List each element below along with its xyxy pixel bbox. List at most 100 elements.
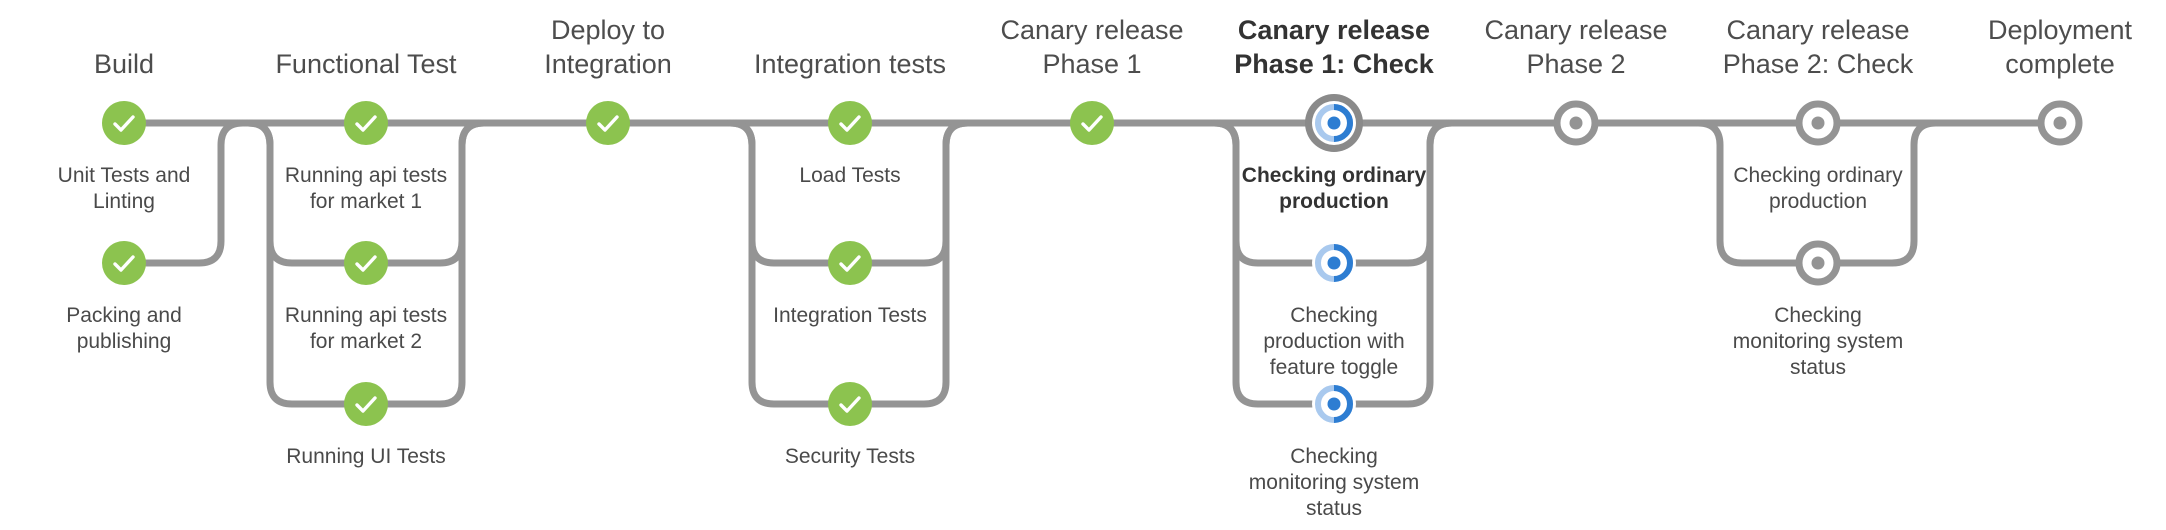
stage-node-canary-release-phase-2[interactable] <box>1544 91 1608 155</box>
pending-icon <box>2053 116 2067 130</box>
step-label-canary-release-phase-2-check-1: Checking monitoring system status <box>1708 303 1928 381</box>
branch-out-canary-release-phase-1-check-2 <box>1330 119 1456 408</box>
step-label-functional-test-1: Running api tests for market 2 <box>256 303 476 355</box>
step-node-canary-release-phase-1-check-0[interactable] <box>1302 91 1366 155</box>
step-label-functional-test-0: Running api tests for market 1 <box>256 163 476 215</box>
checkmark-icon <box>1081 115 1103 132</box>
pending-icon <box>1811 116 1825 130</box>
step-label-build-1: Packing and publishing <box>14 303 234 355</box>
step-label-integration-tests-0: Load Tests <box>740 163 960 189</box>
stage-node-canary-release-phase-1[interactable] <box>1060 91 1124 155</box>
branch-out-canary-release-phase-2-check-1 <box>1814 119 1940 267</box>
text-line: Checking <box>1290 445 1378 468</box>
text-line: Running api tests <box>284 304 448 327</box>
text-line: status <box>1789 356 1847 379</box>
step-label-canary-release-phase-1-check-0: Checking ordinary production <box>1224 163 1444 215</box>
pending-icon <box>1811 256 1825 270</box>
checkmark-icon <box>113 115 135 132</box>
checkmark-icon <box>355 255 377 272</box>
text-line: Integration <box>544 49 672 79</box>
branch-in-canary-release-phase-2-check-1 <box>1694 119 1822 267</box>
step-node-canary-release-phase-2-check-0[interactable] <box>1786 91 1850 155</box>
pending-icon <box>1569 116 1583 130</box>
step-node-canary-release-phase-1-check-1[interactable] <box>1302 231 1366 295</box>
text-line: Checking ordinary <box>1241 164 1427 187</box>
text-line: Build <box>93 49 155 79</box>
text-line: publishing <box>76 330 172 353</box>
text-line: Packing and <box>66 304 182 327</box>
step-node-build-0[interactable] <box>92 91 156 155</box>
step-node-functional-test-2[interactable] <box>334 372 398 436</box>
branch-in-canary-release-phase-1-check-2 <box>1210 119 1338 408</box>
branch-out-build-1 <box>120 119 247 267</box>
text-line: Checking <box>1774 304 1862 327</box>
text-line: Unit Tests and <box>57 164 191 187</box>
text-line: Phase 2: Check <box>1722 49 1914 79</box>
stage-node-deploy-to-integration[interactable] <box>576 91 640 155</box>
text-line: Security Tests <box>784 445 916 468</box>
text-line: complete <box>2005 49 2115 79</box>
step-node-functional-test-0[interactable] <box>334 91 398 155</box>
text-line: Phase 1 <box>1042 49 1142 79</box>
text-line: Running api tests <box>284 164 448 187</box>
step-node-canary-release-phase-2-check-1[interactable] <box>1786 231 1850 295</box>
stage-node-deployment-complete[interactable] <box>2028 91 2092 155</box>
checkmark-icon <box>839 396 861 413</box>
text-line: Canary release <box>1000 15 1184 45</box>
running-icon <box>1327 397 1341 411</box>
step-node-functional-test-1[interactable] <box>334 231 398 295</box>
step-label-integration-tests-1: Integration Tests <box>740 303 960 329</box>
text-line: production <box>1768 190 1868 213</box>
checkmark-icon <box>113 255 135 272</box>
step-node-integration-tests-1[interactable] <box>818 231 882 295</box>
text-line: Integration Tests <box>773 304 927 327</box>
step-node-integration-tests-0[interactable] <box>818 91 882 155</box>
text-line: Linting <box>93 190 155 213</box>
text-line: Integration tests <box>753 49 947 79</box>
step-label-canary-release-phase-2-check-0: Checking ordinary production <box>1708 163 1928 215</box>
text-line: Canary release <box>1726 15 1910 45</box>
running-icon <box>1327 256 1341 270</box>
step-node-canary-release-phase-1-check-2[interactable] <box>1302 372 1366 436</box>
text-line: production <box>1279 190 1389 213</box>
branch-out-functional-test-2 <box>362 119 488 408</box>
text-line: production with <box>1263 330 1405 353</box>
text-line: monitoring system <box>1732 330 1904 353</box>
stage-title-functional-test: Functional Test <box>256 0 476 81</box>
text-line: Load Tests <box>799 164 901 187</box>
text-line: monitoring system <box>1248 471 1420 494</box>
stage-title-build: Build <box>14 0 234 81</box>
step-node-integration-tests-2[interactable] <box>818 372 882 436</box>
branch-in-functional-test-2 <box>244 119 370 408</box>
text-line: Checking <box>1290 304 1378 327</box>
step-label-canary-release-phase-1-check-1: Checking production with feature toggle <box>1224 303 1444 381</box>
checkmark-icon <box>839 255 861 272</box>
text-line: Phase 2 <box>1526 49 1626 79</box>
text-line: Canary release <box>1237 15 1431 45</box>
text-line: Phase 1: Check <box>1234 49 1434 79</box>
text-line: feature toggle <box>1269 356 1399 379</box>
checkmark-icon <box>839 115 861 132</box>
branch-out-integration-tests-2 <box>846 119 972 408</box>
text-line: Checking ordinary <box>1733 164 1903 187</box>
running-icon <box>1327 116 1341 130</box>
step-label-functional-test-2: Running UI Tests <box>256 444 476 470</box>
text-line: Running UI Tests <box>286 445 446 468</box>
text-line: Canary release <box>1484 15 1668 45</box>
step-label-integration-tests-2: Security Tests <box>740 444 960 470</box>
checkmark-icon <box>355 396 377 413</box>
step-node-build-1[interactable] <box>92 231 156 295</box>
branch-in-integration-tests-2 <box>726 119 854 408</box>
text-line: for market 1 <box>309 190 423 213</box>
text-line: for market 2 <box>309 330 423 353</box>
step-label-canary-release-phase-1-check-2: Checking monitoring system status <box>1224 444 1444 522</box>
checkmark-icon <box>355 115 377 132</box>
text-line: status <box>1305 497 1363 520</box>
